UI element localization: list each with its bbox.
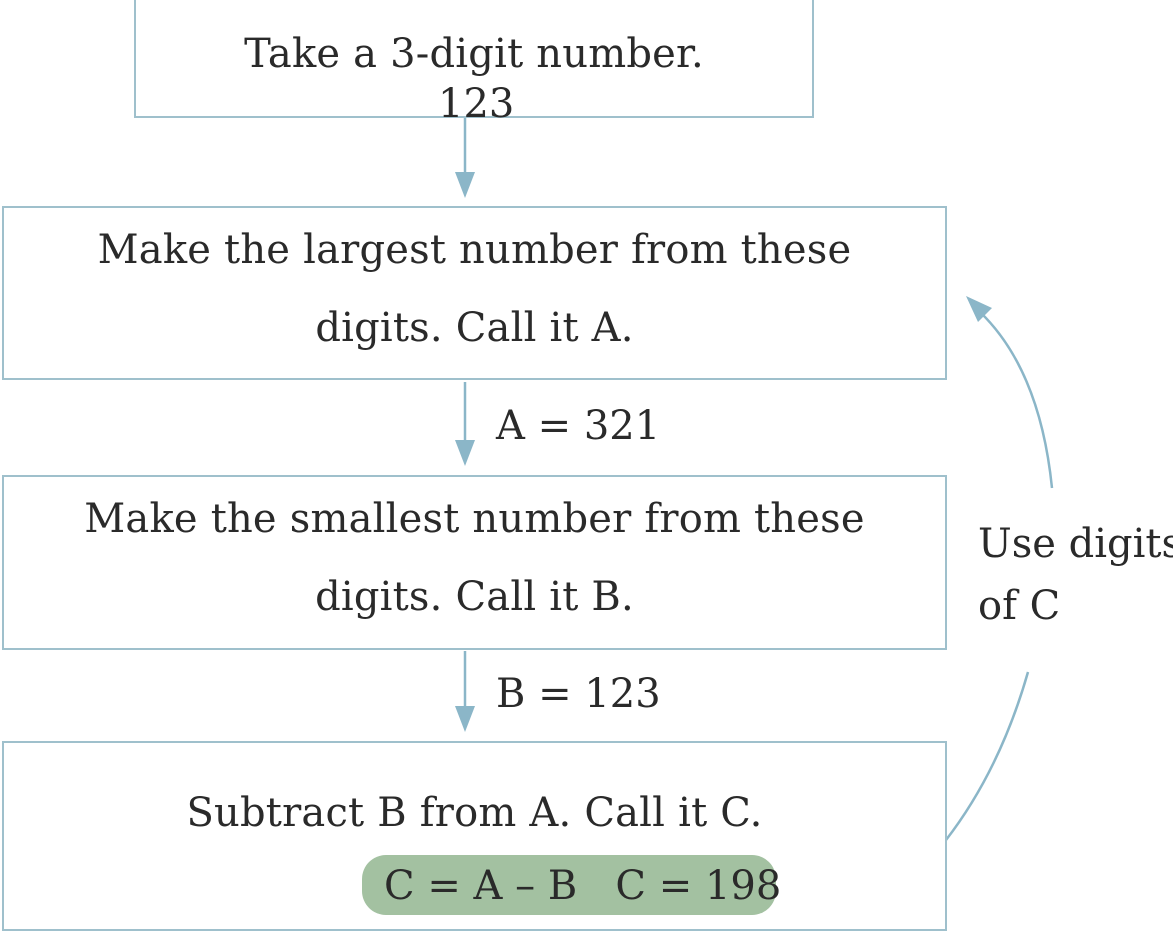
step-2-text-line1: Make the largest number from these <box>97 227 852 273</box>
step-box-take-number: Take a 3-digit number. <box>134 0 814 118</box>
arrowhead-step3-to-step4 <box>455 706 475 732</box>
step-1-text: Take a 3-digit number. <box>244 31 704 77</box>
loop-arrow-upper <box>979 311 1054 489</box>
b-value-label: B = 123 <box>496 671 661 717</box>
flow-arrows <box>455 118 1054 841</box>
step-4-text-line1: Subtract B from A. Call it C. <box>186 790 763 836</box>
step-box-largest-number: Make the largest number from these digit… <box>2 206 947 380</box>
result-formula: C = A – B C = 198 <box>384 863 782 909</box>
step-2-text-line2: digits. Call it A. <box>315 305 634 351</box>
result-highlight <box>362 855 776 915</box>
loop-arrowhead <box>966 296 992 322</box>
step-3-text-line1: Make the smallest number from these <box>84 496 865 542</box>
loop-label-line2: of C <box>978 583 1061 629</box>
arrowhead-step1-to-step2 <box>455 172 475 198</box>
step-1-example-number: 123 <box>438 81 515 127</box>
step-3-text-line2: digits. Call it B. <box>315 574 634 620</box>
arrowhead-step2-to-step3 <box>455 440 475 466</box>
loop-label-line1: Use digits <box>978 521 1173 567</box>
a-value-label: A = 321 <box>496 403 661 449</box>
step-box-smallest-number: Make the smallest number from these digi… <box>2 475 947 650</box>
loop-arrow-lower <box>945 671 1030 841</box>
